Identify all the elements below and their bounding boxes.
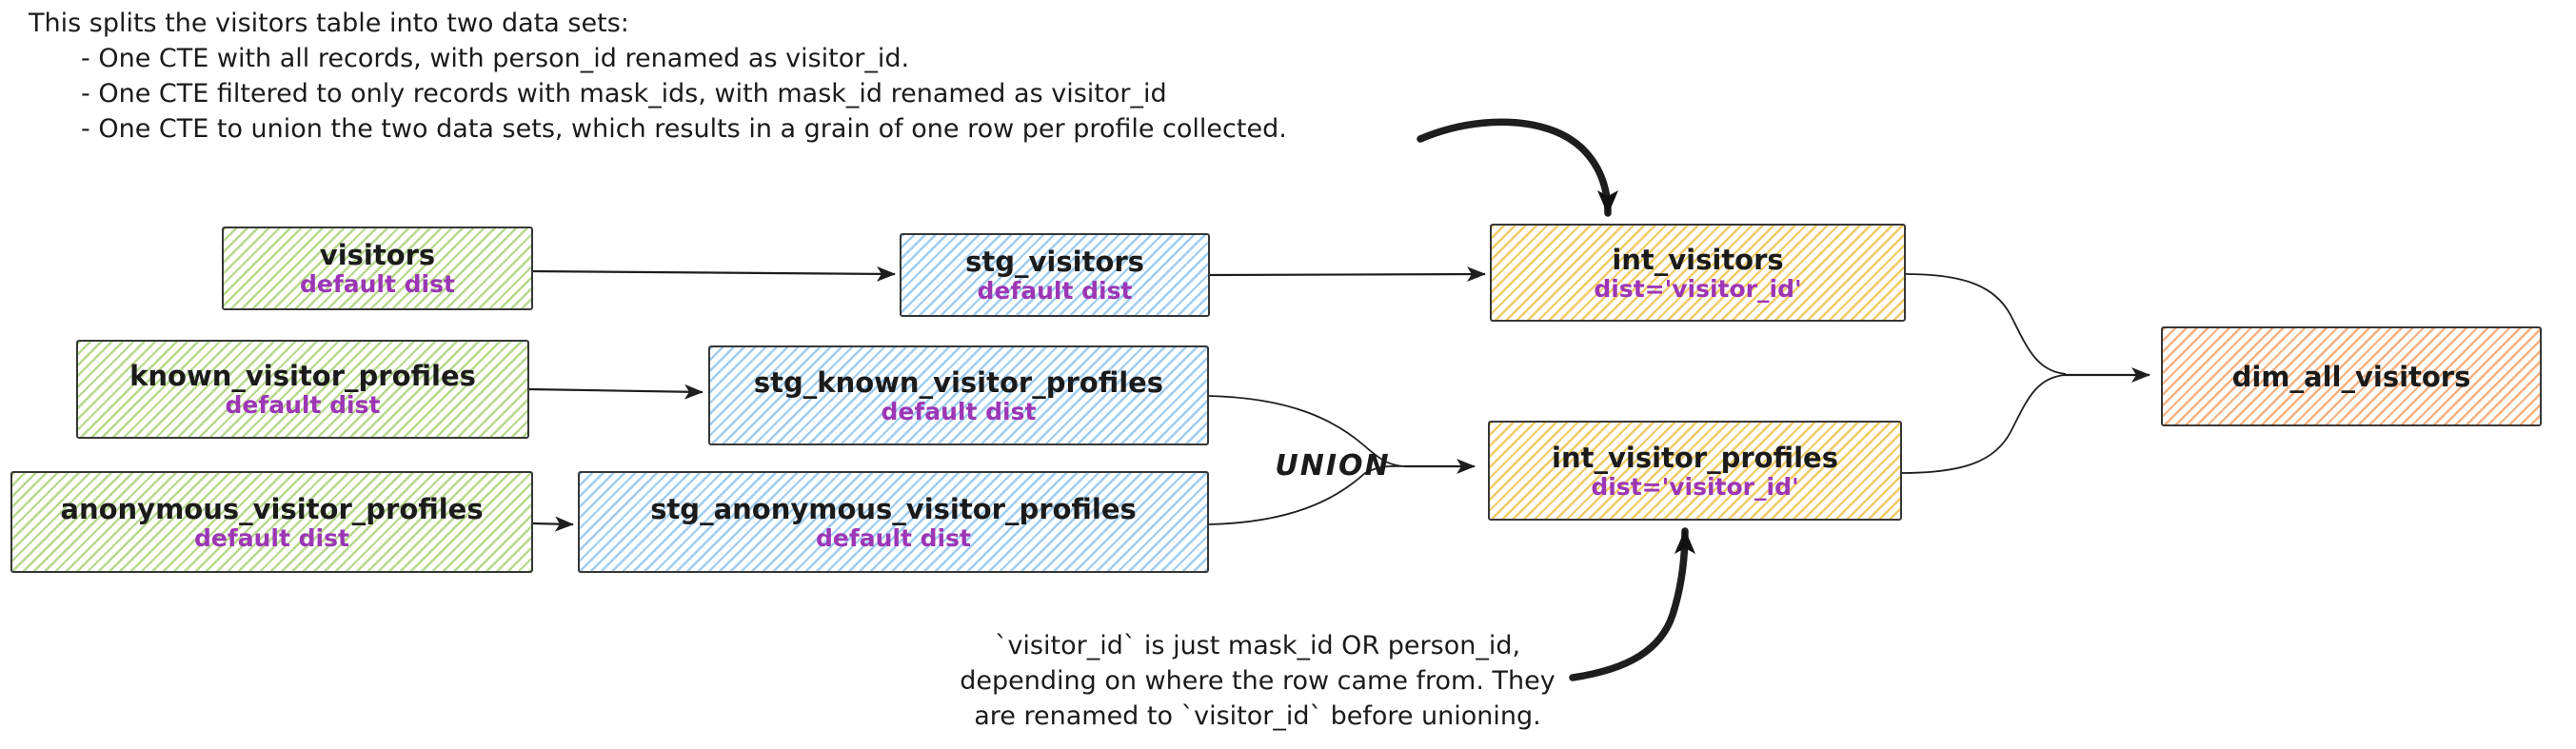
node-anonymous-visitor-profiles[interactable]: anonymous_visitor_profiles default dist [10,471,533,573]
top-note-line: - One CTE with all records, with person_… [81,44,910,73]
node-stg-visitors[interactable]: stg_visitors default dist [900,233,1210,317]
node-title: anonymous_visitor_profiles [60,492,484,525]
node-title: int_visitors [1612,243,1784,276]
node-dim-all-visitors[interactable]: dim_all_visitors [2161,326,2542,426]
node-int-visitor-profiles[interactable]: int_visitor_profiles dist='visitor_id' [1488,421,1902,521]
node-visitors[interactable]: visitors default dist [222,227,533,310]
node-subtitle: default dist [225,391,381,419]
node-subtitle: default dist [881,397,1037,425]
node-title: stg_visitors [965,246,1144,278]
node-subtitle: default dist [194,523,349,552]
union-edge-label: UNION [1275,449,1391,483]
node-subtitle: dist='visitor_id' [1594,274,1802,303]
node-subtitle: default dist [816,523,971,552]
annotation-arrow-bottom-note-to-int-visitor-profiles [1569,527,1695,681]
edge-known-to-stg-known [528,384,703,400]
top-note: This splits the visitors table into two … [29,6,1287,147]
bottom-note-line: `visitor_id` is just mask_id OR person_i… [994,631,1521,660]
top-note-line: - One CTE to union the two data sets, wh… [81,114,1287,144]
edge-stg-known-merge-curve [1208,395,1408,467]
top-note-line: This splits the visitors table into two … [29,9,629,38]
bottom-note-line: depending on where the row came from. Th… [960,666,1556,696]
node-title: stg_known_visitor_profiles [753,365,1164,399]
node-title: stg_anonymous_visitor_profiles [650,492,1137,525]
node-int-visitors[interactable]: int_visitors dist='visitor_id' [1490,224,1906,322]
node-subtitle: default dist [977,277,1133,305]
bottom-note: `visitor_id` is just mask_id OR person_i… [938,628,1577,734]
node-title: dim_all_visitors [2231,360,2471,393]
edge-int-visitors-merge-curve [1905,273,2067,375]
edge-anonymous-to-stg-anonymous [532,516,574,532]
node-title: known_visitor_profiles [129,360,476,392]
node-subtitle: default dist [300,270,455,298]
edge-stg-anonymous-merge-curve [1208,464,1408,525]
node-subtitle: dist='visitor_id' [1591,472,1799,501]
node-stg-known-visitor-profiles[interactable]: stg_known_visitor_profiles default dist [708,345,1209,445]
edge-visitors-to-stg-visitors [532,266,896,282]
bottom-note-line: are renamed to `visitor_id` before union… [974,701,1541,731]
edge-int-visitor-profiles-merge-curve [1901,374,2067,474]
node-stg-anonymous-visitor-profiles[interactable]: stg_anonymous_visitor_profiles default d… [578,471,1209,573]
node-title: visitors [319,239,436,271]
node-known-visitor-profiles[interactable]: known_visitor_profiles default dist [76,340,529,439]
annotation-arrow-top-note-to-int-visitors [1417,118,1618,217]
edge-stg-visitors-to-int-visitors [1209,266,1486,283]
top-note-line: - One CTE filtered to only records with … [81,79,1167,108]
node-title: int_visitor_profiles [1552,441,1838,474]
